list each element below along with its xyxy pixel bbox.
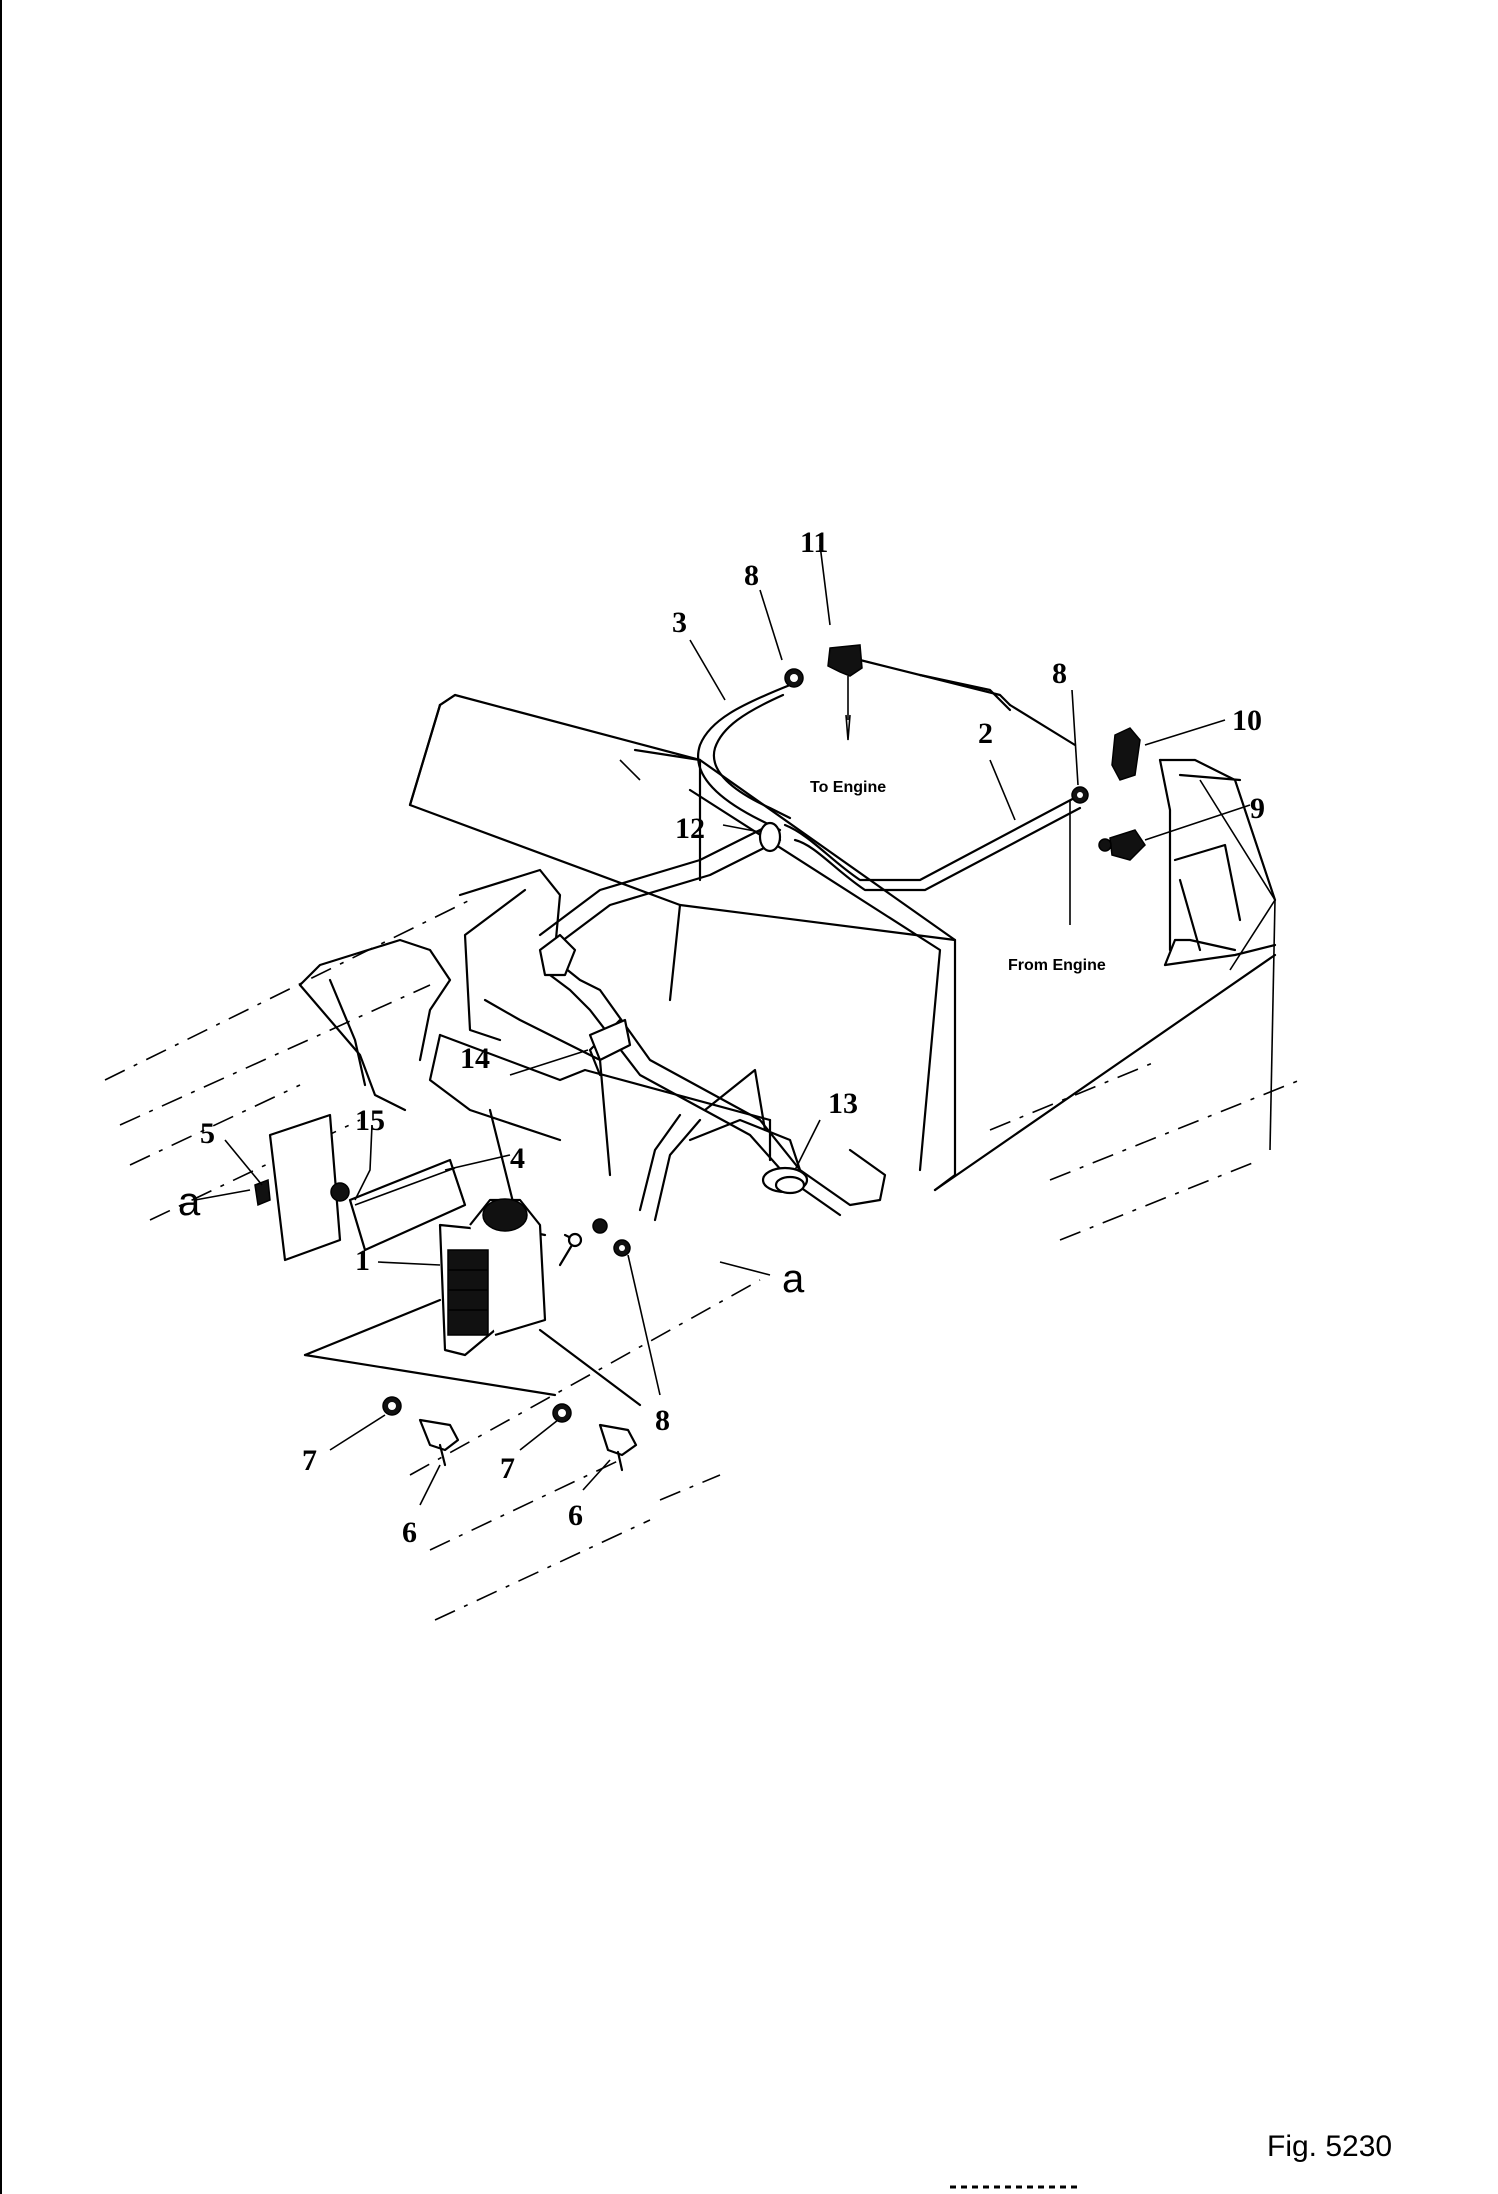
callout-8-right: 8	[1052, 657, 1067, 690]
callout-6-left: 6	[402, 1516, 417, 1549]
callout-a-left: a	[178, 1180, 201, 1224]
callout-7-right: 7	[500, 1452, 515, 1485]
callout-1: 1	[355, 1244, 370, 1277]
callout-a-right: a	[782, 1257, 805, 1301]
callout-4: 4	[510, 1142, 525, 1175]
callout-labels: 11 8 3 8 10 2 9 12 13 14 15 5 4 1 8 7 7 …	[178, 526, 1265, 1549]
callout-15: 15	[355, 1104, 385, 1137]
bolts-and-washers	[382, 1218, 638, 1472]
heater-hoses	[538, 658, 1242, 1222]
callout-3: 3	[672, 606, 687, 639]
callout-10: 10	[1232, 704, 1262, 737]
callout-14: 14	[460, 1042, 490, 1075]
callout-5: 5	[200, 1117, 215, 1150]
leader-lines	[194, 544, 1251, 1506]
hose-clamps	[538, 821, 809, 1195]
note-to-engine: To Engine	[810, 779, 886, 796]
callout-8-top: 8	[744, 559, 759, 592]
callout-9: 9	[1250, 792, 1265, 825]
callout-8-bottom: 8	[655, 1404, 670, 1437]
callout-6-right: 6	[568, 1499, 583, 1532]
callout-2: 2	[978, 717, 993, 750]
callout-13: 13	[828, 1087, 858, 1120]
hose-fittings	[784, 644, 1146, 925]
heater-unit	[254, 1113, 642, 1407]
frame-border	[0, 0, 2, 2194]
callout-7-left: 7	[302, 1444, 317, 1477]
callout-12: 12	[675, 812, 705, 845]
note-from-engine: From Engine	[1008, 957, 1106, 974]
figure-number: Fig. 5230	[1267, 2130, 1393, 2163]
callout-11: 11	[800, 526, 828, 559]
